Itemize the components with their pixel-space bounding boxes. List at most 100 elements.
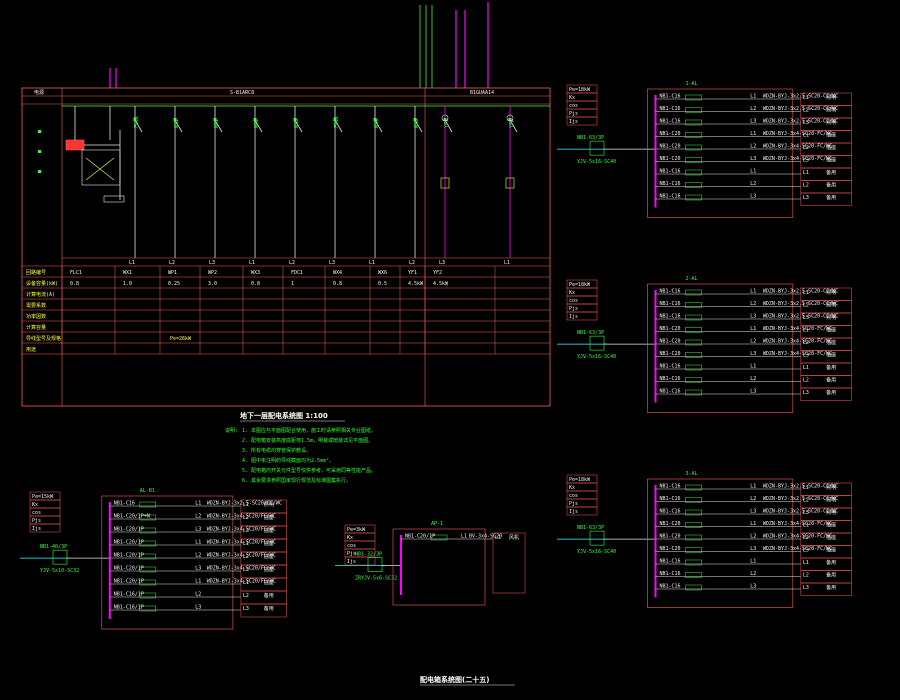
box-4-schematic: Pe=15kWKxcosPjsIjsNB1-40/3PYJV-5x10-SC32… (20, 488, 287, 630)
box-frame (647, 478, 794, 608)
circuit-phase: L2 (195, 553, 201, 559)
feeder-terminal (253, 118, 257, 121)
circuit-breaker (685, 194, 702, 201)
circuit-breaker (685, 364, 702, 371)
info-label: Pjs (569, 111, 578, 117)
circuit-breaker-label: NB1-C16 (659, 119, 680, 125)
circuit-phase-cell: L3 (803, 315, 809, 321)
circuit-phase: L2 (750, 106, 756, 112)
supply-cable-label: YJV-5x10-SC32 (40, 568, 79, 574)
circuit-phase: L3 (195, 527, 201, 533)
circuit-phase-cell: L2 (803, 183, 809, 189)
box-3-schematic: Pe=18kWKxcosPjsIjsNB1-63/3PYJV-5x16-SC40… (557, 471, 852, 608)
table-power-value: 4.5kW (433, 281, 449, 287)
circuit-cable: WDZN-BYJ-3x2.5-SC20-CC/WC (763, 94, 838, 100)
circuit-phase-cell: L1 (803, 95, 809, 101)
circuit-use: 备用 (826, 584, 836, 591)
circuit-cable: WDZN-BYJ-3x2.5-SC20-CC/WC (763, 314, 838, 320)
info-label: Pe=3kW (347, 527, 366, 533)
feeder-phase: L1 (369, 260, 375, 266)
feeder-breaker-symbol (134, 119, 143, 133)
header-right: B1GUAA14 (470, 90, 494, 96)
circuit-breaker (685, 157, 702, 163)
table-power-value: 0.8 (70, 281, 79, 287)
circuit-use: 照明 (826, 290, 836, 296)
supply-cable-label: YJV-5x16-SC40 (577, 159, 616, 165)
note-6: 6. 其余要求参照国家现行规范及标准图集执行。 (242, 477, 351, 484)
circuit-phase-cell: L3 (243, 528, 249, 534)
circuit-cable: WDZN-BYJ-3x4-SC20/FC/WC (207, 553, 276, 559)
circuit-breaker (685, 94, 702, 101)
circuit-phase: L2 (750, 339, 756, 345)
feeder-terminal (213, 118, 217, 121)
feeder-vertical-label: WX3 (294, 119, 300, 128)
circuit-cell (492, 532, 526, 594)
circuit-phase: L1 (750, 289, 756, 295)
table-power-value: 1 (291, 281, 294, 287)
table-power-value: 0.8 (251, 281, 260, 287)
box-5-schematic: Pe=3kWKxcosPjsIjsNB1-32/3PZRYJV-5x6-SC32… (335, 521, 526, 606)
circuit-breaker (685, 584, 702, 591)
table-feeder-id: FDC1 (291, 270, 303, 276)
circuit-breaker-label: NB1-C16 (659, 194, 680, 200)
circuit-use: 照明 (826, 498, 836, 504)
circuit-breaker-label: NB1-C20 (659, 326, 680, 332)
feeder-vertical-label: WX4 (374, 119, 380, 128)
circuit-cable: WDZN-BYJ-3x4-SC20-FC/WC (763, 351, 832, 357)
feeder-vertical-label: WX1 (174, 119, 180, 128)
circuit-phase-cell: L2 (803, 340, 809, 346)
circuit-phase-cell: L3 (803, 353, 809, 359)
circuit-breaker-label: NB1-C20/1P (114, 540, 144, 546)
circuit-phase: L2 (195, 514, 201, 520)
box-frame (647, 88, 794, 218)
notes-heading: 说明: (225, 427, 238, 434)
circuit-phase-cell: L1 (803, 290, 809, 296)
table-row-label: 用途 (26, 346, 36, 353)
circuit-breaker-label: NB1-C20/1P (114, 553, 144, 559)
feeder-vertical-label: YF1 (444, 119, 450, 128)
circuit-use: 备用 (826, 559, 836, 566)
rcd-box (367, 557, 383, 572)
circuit-phase: L1 (750, 521, 756, 527)
circuit-breaker (685, 182, 702, 188)
circuit-phase-cell: L1 (243, 502, 249, 508)
circuit-breaker-label: NB1-C20 (659, 339, 680, 345)
circuit-phase: L1 (195, 501, 201, 507)
circuit-breaker (685, 497, 702, 503)
table-feeder-id: WX1 (123, 270, 132, 276)
feeder-vertical-label: WP1 (214, 119, 220, 128)
circuit-cable: WDZN-BYJ-3x4-SC20-FC/WC (763, 546, 832, 552)
circuit-cell (800, 582, 852, 596)
circuit-use: 照明 (826, 95, 836, 101)
info-label: Ijs (569, 119, 578, 125)
circuit-phase-cell: L3 (803, 120, 809, 126)
circuit-phase-cell: L1 (243, 541, 249, 547)
circuit-breaker-label: NB1-C16 (659, 509, 680, 515)
info-label: Kx (569, 485, 575, 491)
circuit-use: 插座 (826, 144, 836, 151)
circuit-use: 插座 (264, 540, 274, 547)
circuit-phase-cell: L1 (803, 523, 809, 529)
feeder-terminal (293, 118, 297, 121)
circuit-cable: WDZN-BYJ-3x4-SC20-FC/WC (763, 156, 832, 162)
circuit-phase-cell: L1 (803, 133, 809, 139)
circuit-breaker-label: NB1-C20 (659, 351, 680, 357)
rcd-box (589, 335, 605, 351)
circuit-breaker (139, 579, 157, 586)
circuit-use: 插座 (826, 522, 836, 529)
circuit-breaker-label: NB1-C16 (659, 181, 680, 187)
panel-side-labels (38, 130, 41, 173)
circuit-phase-cell: L3 (803, 548, 809, 554)
info-label: cos (569, 103, 578, 109)
circuit-breaker (685, 314, 702, 321)
circuit-phase: L3 (750, 119, 756, 125)
table-row-label: 回路编号 (26, 269, 46, 276)
box-tag: AP-1 (431, 521, 443, 527)
feeder-breaker-symbol (294, 119, 303, 133)
box-1-schematic: Pe=18kWKxcosPjsIjsNB1-63/3PYJV-5x16-SC40… (557, 81, 852, 218)
circuit-phase: L3 (750, 509, 756, 515)
circuit-breaker-label: NB1-C16/1P (114, 592, 144, 598)
circuit-use: 风机 (509, 534, 519, 541)
box-frame (392, 528, 486, 606)
